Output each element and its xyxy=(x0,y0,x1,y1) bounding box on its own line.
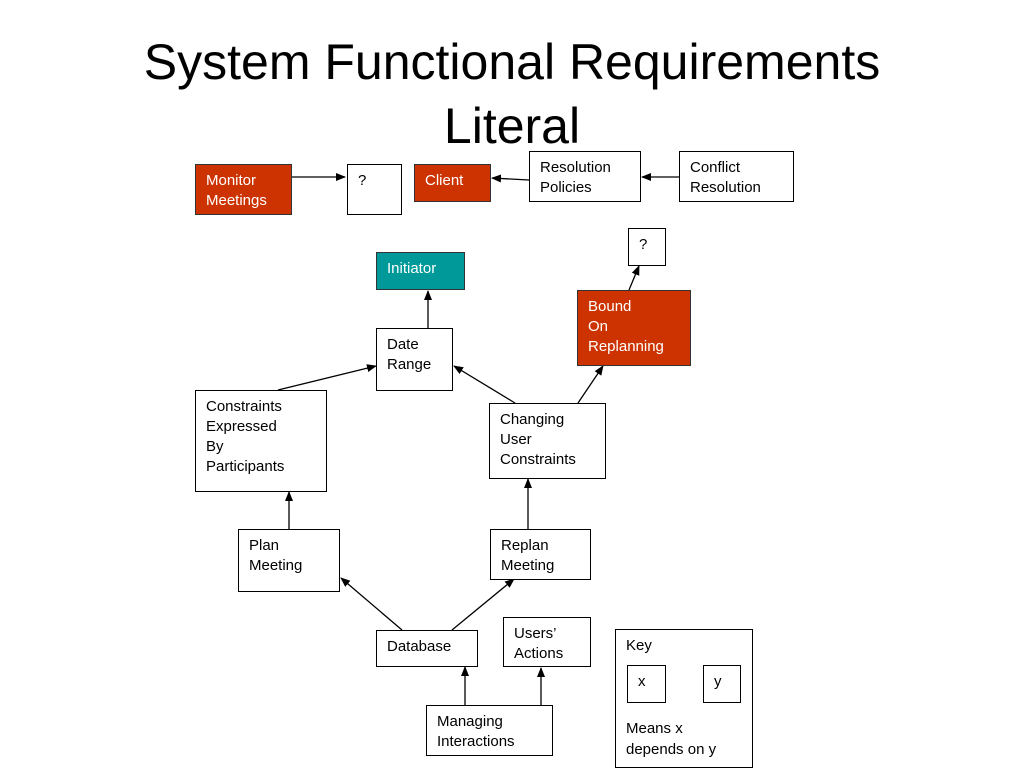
page-title: System Functional Requirements Literal xyxy=(0,30,1024,158)
title-line-2: Literal xyxy=(443,98,581,154)
arrow-bound-to-question xyxy=(628,265,640,291)
title-line-1: System Functional Requirements xyxy=(143,34,881,90)
legend-x-node: x xyxy=(627,665,666,703)
conflict-resolution-node: Conflict Resolution xyxy=(679,151,794,202)
bound-on-replanning-node: Bound On Replanning xyxy=(577,290,691,366)
monitor-meetings-node: Monitor Meetings xyxy=(195,164,292,215)
plan-meeting-node: Plan Meeting xyxy=(238,529,340,592)
legend-description: Means x depends on y xyxy=(626,720,717,758)
replan-meeting-node: Replan Meeting xyxy=(490,529,591,580)
arrow-changing-to-date xyxy=(453,365,516,404)
arrow-changing-to-bound xyxy=(577,365,604,404)
arrow-resolution-to-client xyxy=(491,174,530,183)
constraints-expressed-node: Constraints Expressed By Participants xyxy=(195,390,327,492)
managing-interactions-node: Managing Interactions xyxy=(426,705,553,756)
legend-title: Key xyxy=(626,637,652,654)
client-node: Client xyxy=(414,164,491,202)
initiator-node: Initiator xyxy=(376,252,465,290)
changing-user-constraints-node: Changing User Constraints xyxy=(489,403,606,479)
unknown-node-top: ? xyxy=(347,164,402,215)
arrow-database-to-plan xyxy=(340,577,403,631)
legend-y-node: y xyxy=(703,665,741,703)
database-node: Database xyxy=(376,630,478,667)
unknown-node-right: ? xyxy=(628,228,666,266)
resolution-policies-node: Resolution Policies xyxy=(529,151,641,202)
arrow-database-to-replan xyxy=(451,578,515,631)
date-range-node: Date Range xyxy=(376,328,453,391)
users-actions-node: Users’ Actions xyxy=(503,617,591,667)
arrow-constraints-to-date xyxy=(277,364,377,391)
